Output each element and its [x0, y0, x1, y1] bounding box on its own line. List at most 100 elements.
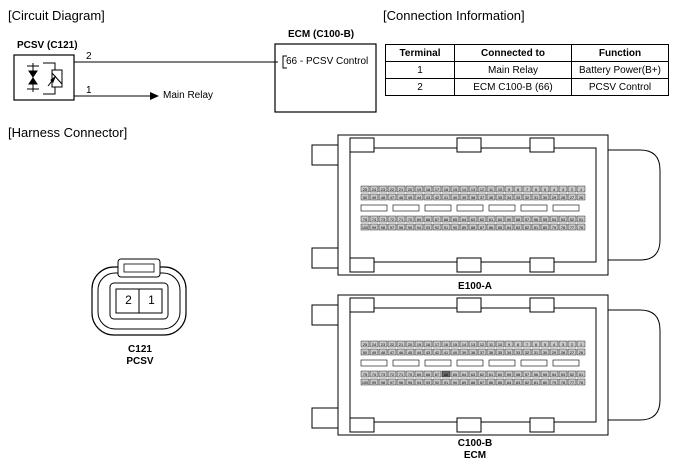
- connector-pin: [522, 348, 532, 356]
- connector-pin-label: 45: [408, 351, 412, 355]
- connector-pin: [495, 370, 505, 378]
- connector-pin: [468, 340, 478, 348]
- connector-slot: [552, 204, 580, 212]
- connector-pin-label: 44: [417, 196, 421, 200]
- connector-pin: [378, 193, 388, 201]
- connector-pin-label: 41: [444, 196, 448, 200]
- connector-slot: [520, 204, 548, 212]
- connector-pin-label: 42: [435, 351, 439, 355]
- connector-pin-label: 74: [372, 373, 376, 377]
- connector-pin-label: 73: [381, 373, 385, 377]
- connector-pin: [423, 193, 433, 201]
- connector-pin-label: 77: [570, 226, 574, 230]
- connector-pin-label: 99: [372, 226, 376, 230]
- connector-pin: [405, 223, 415, 231]
- connector-pin: [504, 193, 514, 201]
- connector-pin-label: 42: [435, 196, 439, 200]
- connector-pin: [486, 370, 496, 378]
- connector-pin: [369, 378, 379, 386]
- connector-pin: [450, 370, 460, 378]
- connector-pin: [441, 348, 451, 356]
- connector-pin-label: 89: [462, 226, 466, 230]
- connector-pin: [504, 370, 514, 378]
- connector-pin-label: 47: [390, 351, 394, 355]
- connector-pin: [405, 185, 415, 193]
- connector-pin-label: 3: [562, 343, 564, 347]
- connector-pin-label: 79: [552, 381, 556, 385]
- connector-pin-label: 81: [534, 381, 538, 385]
- connector-pin: [531, 370, 541, 378]
- connector-pin: [360, 370, 370, 378]
- connector-pin: [495, 185, 505, 193]
- connector-pin: [495, 340, 505, 348]
- connector-pin: [486, 223, 496, 231]
- connector-pin-label: 87: [480, 226, 484, 230]
- connector-pin: [486, 340, 496, 348]
- header-connected-to: Connected to: [454, 44, 572, 62]
- connector-pin: [432, 193, 442, 201]
- connector-pin-label: 72: [390, 373, 394, 377]
- connector-pin-label: 88: [471, 226, 475, 230]
- connector-pin: [360, 340, 370, 348]
- connector-pin: [468, 223, 478, 231]
- connector-pin: [540, 223, 550, 231]
- connector-pin-label: 27: [570, 351, 574, 355]
- connector-pin-label: 65: [453, 373, 457, 377]
- connector-pin-label: 6: [535, 343, 537, 347]
- connector-pin-label: 16: [444, 343, 448, 347]
- main-relay-label: Main Relay: [163, 90, 214, 101]
- header-terminal: Terminal: [385, 44, 455, 62]
- connector-pin-label: 78: [561, 381, 565, 385]
- connector-pin: [513, 348, 523, 356]
- connector-pin-label: 30: [543, 351, 547, 355]
- connector-pin: [450, 340, 460, 348]
- connector-pin: [513, 223, 523, 231]
- connector-pin-label: 26: [579, 351, 583, 355]
- connector-pin-label: 2: [571, 188, 573, 192]
- arrow-right-icon: [150, 92, 159, 100]
- connector-pin: [468, 185, 478, 193]
- connector-pin-label: 53: [561, 373, 565, 377]
- connector-pin-label: 21: [399, 343, 403, 347]
- connector-pin: [378, 378, 388, 386]
- connector-pin-label: 59: [507, 373, 511, 377]
- connector-pin: [576, 348, 586, 356]
- connector-pin-label: 34: [507, 351, 511, 355]
- connector-pin: [414, 193, 424, 201]
- connector-pin-label: 86: [489, 226, 493, 230]
- connector-pin: [396, 378, 406, 386]
- connector-pin-label: 50: [363, 351, 367, 355]
- connector-pin: [576, 223, 586, 231]
- connector-pin: [441, 370, 451, 378]
- connector-pin: [531, 193, 541, 201]
- connector-pin-label: 83: [516, 381, 520, 385]
- connector-pin-label: 19: [417, 343, 421, 347]
- connector-pin-label: 40: [453, 196, 457, 200]
- connector-pin: [459, 348, 469, 356]
- connector-pin-label: 95: [408, 381, 412, 385]
- connector-pin: [387, 193, 397, 201]
- connector-pin: [513, 340, 523, 348]
- connector-pin-label: 91: [444, 381, 448, 385]
- harness-connector-title: [Harness Connector]: [8, 125, 128, 140]
- connector-pin-label: 94: [417, 226, 421, 230]
- connector-pin-label: 64: [462, 373, 466, 377]
- connector-pin: [513, 193, 523, 201]
- connector-pin: [369, 215, 379, 223]
- connector-pin: [540, 378, 550, 386]
- connector-pin: [531, 185, 541, 193]
- connector-pin: [531, 215, 541, 223]
- connector-pin-label: 58: [516, 373, 520, 377]
- connector-pin: [468, 348, 478, 356]
- connector-pin: [414, 215, 424, 223]
- connector-pin: [441, 193, 451, 201]
- connector-pin: [387, 340, 397, 348]
- connector-pin: [369, 348, 379, 356]
- connector-pin: [378, 340, 388, 348]
- connector-pin: [459, 193, 469, 201]
- connector-pin-label: 4: [553, 343, 555, 347]
- connector-pin: [576, 378, 586, 386]
- ecm-label: ECM (C100-B): [288, 29, 355, 40]
- connector-pin: [423, 215, 433, 223]
